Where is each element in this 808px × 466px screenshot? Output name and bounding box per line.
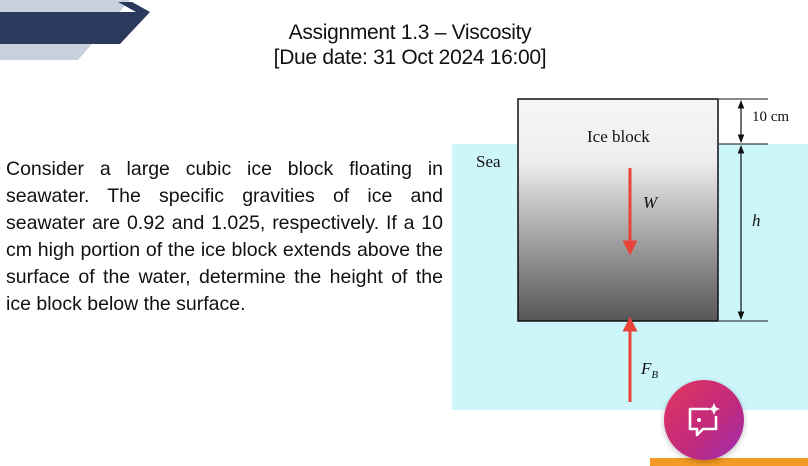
buoyancy-label-sub: B [651, 369, 658, 381]
sea-label: Sea [476, 152, 501, 171]
problem-statement: Consider a large cubic ice block floatin… [6, 158, 443, 315]
header-banner-decoration [0, 0, 150, 60]
top-dimension-label: 10 cm [752, 109, 789, 125]
ice-block-label: Ice block [587, 127, 650, 146]
buoyancy-label: FB [640, 359, 658, 381]
chat-assistant-button[interactable] [664, 380, 744, 460]
buoyancy-label-main: F [640, 359, 652, 378]
title-line-2: [Due date: 31 Oct 2024 16:00] [273, 46, 547, 69]
footer-accent-bar [650, 458, 808, 466]
title-line-1: Assignment 1.3 – Viscosity [288, 21, 532, 44]
depth-dimension-label: h [752, 211, 761, 230]
slide-title: Assignment 1.3 – Viscosity [Due date: 31… [200, 20, 620, 70]
chat-sparkle-icon [688, 403, 720, 437]
weight-label: W [643, 193, 659, 212]
ice-block [517, 98, 719, 322]
